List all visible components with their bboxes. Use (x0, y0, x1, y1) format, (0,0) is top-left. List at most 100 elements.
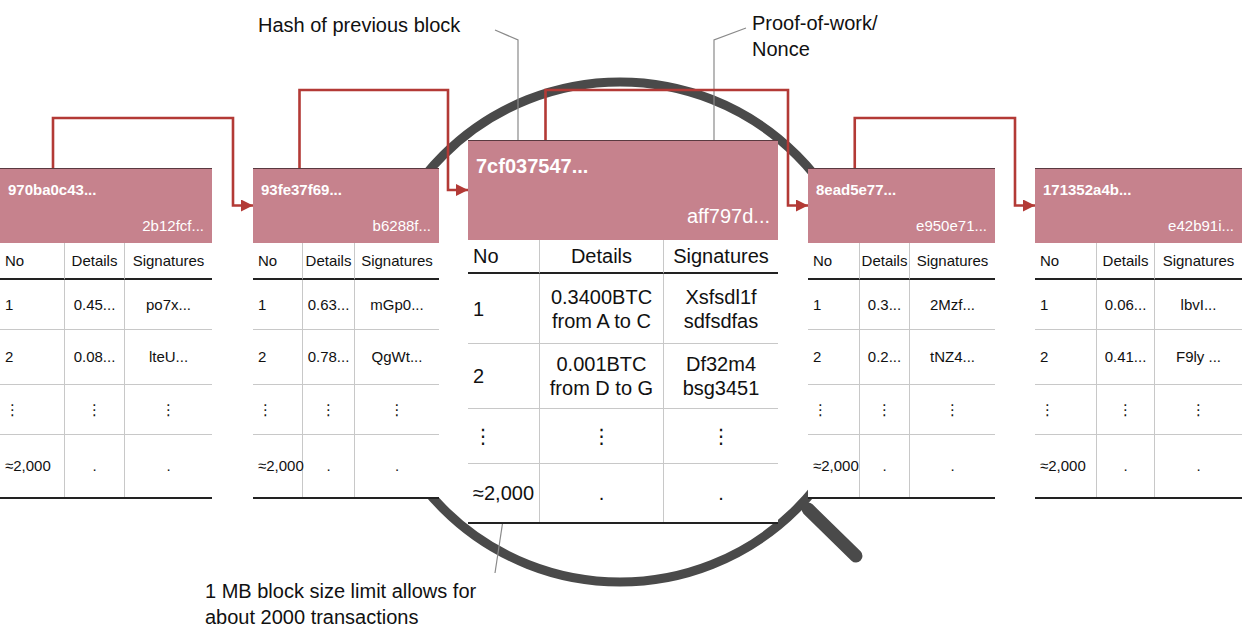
table-cell: ⋮ (910, 385, 995, 435)
table-cell: 2 (468, 344, 540, 409)
table-cell: ⋮ (303, 385, 355, 435)
table-cell: 0.3... (860, 280, 910, 330)
block: 7cf037547... aff797d... NoDetailsSignature… (468, 140, 778, 524)
table-cell: Df32m4 bsg3451 (664, 344, 778, 409)
table-cell: QgWt... (355, 330, 439, 385)
previous-hash: 7cf037547... (476, 155, 770, 178)
table-cell: . (125, 435, 212, 497)
table-cell: No (253, 243, 303, 280)
table-cell: 0.41... (1097, 330, 1155, 385)
nonce-value: e42b91i... (1168, 217, 1234, 234)
table-cell: po7x... (125, 280, 212, 330)
table-cell: 1 (468, 274, 540, 344)
table-cell: No (0, 243, 65, 280)
table-cell: 1 (808, 280, 860, 330)
table-cell: F9ly ... (1155, 330, 1242, 385)
callout-label: 1 MB block size limit allows for about 2… (205, 578, 487, 630)
previous-hash: 970ba0c43... (8, 181, 204, 198)
table-cell: 2Mzf... (910, 280, 995, 330)
block-header: 93fe37f69... b6288f... (253, 168, 439, 243)
table-cell: ⋮ (0, 385, 65, 435)
table-cell: ⋮ (355, 385, 439, 435)
table-cell: Signatures (355, 243, 439, 280)
nonce-value: aff797d... (687, 205, 770, 228)
table-cell: mGp0... (355, 280, 439, 330)
block-header: 8ead5e77... e950e71... (808, 168, 995, 243)
table-cell: ⋮ (1155, 385, 1242, 435)
table-cell: Signatures (125, 243, 212, 280)
block: 970ba0c43... 2b12fcf... NoDetailsSignature… (0, 168, 212, 499)
table-cell: ≈2,000 (808, 435, 860, 497)
table-cell: 2 (253, 330, 303, 385)
nonce-value: 2b12fcf... (142, 217, 204, 234)
table-cell: lbvI... (1155, 280, 1242, 330)
table-cell: Details (540, 240, 664, 274)
table-cell: Signatures (910, 243, 995, 280)
table-cell: ⋮ (664, 409, 778, 464)
table-cell: ⋮ (1035, 385, 1097, 435)
table-cell: ⋮ (468, 409, 540, 464)
table-cell: . (860, 435, 910, 497)
magnifier-handle (808, 509, 856, 556)
nonce-value: e950e71... (916, 217, 987, 234)
table-cell: Details (860, 243, 910, 280)
table-cell: Details (1097, 243, 1155, 280)
transaction-table: NoDetailsSignatures 10.06...lbvI... 20.41.… (1035, 243, 1242, 499)
block-header: 171352a4b... e42b91i... (1035, 168, 1242, 243)
previous-hash: 8ead5e77... (816, 181, 987, 198)
previous-hash: 93fe37f69... (261, 181, 431, 198)
table-cell: . (910, 435, 995, 497)
block-header: 7cf037547... aff797d... (468, 140, 778, 240)
table-cell: 1 (0, 280, 65, 330)
block-header: 970ba0c43... 2b12fcf... (0, 168, 212, 243)
transaction-table: NoDetailsSignatures10.45...po7x...20.08.… (0, 243, 212, 499)
block: 93fe37f69... b6288f... NoDetailsSignatures… (253, 168, 439, 499)
table-cell: 0.06... (1097, 280, 1155, 330)
table-cell: ≈2,000 (0, 435, 65, 497)
table-cell: No (1035, 243, 1097, 280)
table-cell: 0.78... (303, 330, 355, 385)
table-cell: ⋮ (253, 385, 303, 435)
table-cell: ⋮ (860, 385, 910, 435)
table-cell: ≈2,000 (253, 435, 303, 497)
table-cell: ≈2,000 (1035, 435, 1097, 497)
transaction-table: NoDetailsSignatures10.3...2Mzf...20.2...… (808, 243, 995, 499)
table-cell: lteU... (125, 330, 212, 385)
magnifier-ring (370, 82, 870, 582)
callout-label: Hash of previous block (258, 12, 460, 38)
table-cell: Details (65, 243, 125, 280)
table-cell: . (65, 435, 125, 497)
table-cell: Signatures (664, 240, 778, 274)
table-cell: ⋮ (125, 385, 212, 435)
table-cell: Details (303, 243, 355, 280)
nonce-value: b6288f... (373, 217, 431, 234)
table-cell: tNZ4... (910, 330, 995, 385)
table-cell: . (664, 464, 778, 522)
table-cell: No (808, 243, 860, 280)
callout-label: Proof-of-work/ Nonce (752, 10, 912, 62)
table-cell: 1 (253, 280, 303, 330)
table-cell: 0.001BTC from D to G (540, 344, 664, 409)
table-cell: No (468, 240, 540, 274)
table-cell: . (540, 464, 664, 522)
transaction-table: NoDetailsSignatures 10.3400BTC from A to … (468, 240, 778, 524)
table-cell: . (1097, 435, 1155, 497)
table-cell: ⋮ (1097, 385, 1155, 435)
table-cell: 0.2... (860, 330, 910, 385)
table-cell: 2 (1035, 330, 1097, 385)
table-cell: 0.3400BTC from A to C (540, 274, 664, 344)
previous-hash: 171352a4b... (1043, 181, 1234, 198)
leader-line (495, 30, 518, 146)
block: 8ead5e77... e950e71... NoDetailsSignatures… (808, 168, 995, 499)
transaction-table: NoDetailsSignatures 10.63...mGp0... 20.78.… (253, 243, 439, 499)
table-cell: 0.08... (65, 330, 125, 385)
table-cell: . (1155, 435, 1242, 497)
table-cell: ⋮ (808, 385, 860, 435)
table-cell: Signatures (1155, 243, 1242, 280)
table-cell: . (303, 435, 355, 497)
table-cell: 0.63... (303, 280, 355, 330)
table-cell: 1 (1035, 280, 1097, 330)
table-cell: ⋮ (540, 409, 664, 464)
table-cell: 2 (0, 330, 65, 385)
table-cell: . (355, 435, 439, 497)
